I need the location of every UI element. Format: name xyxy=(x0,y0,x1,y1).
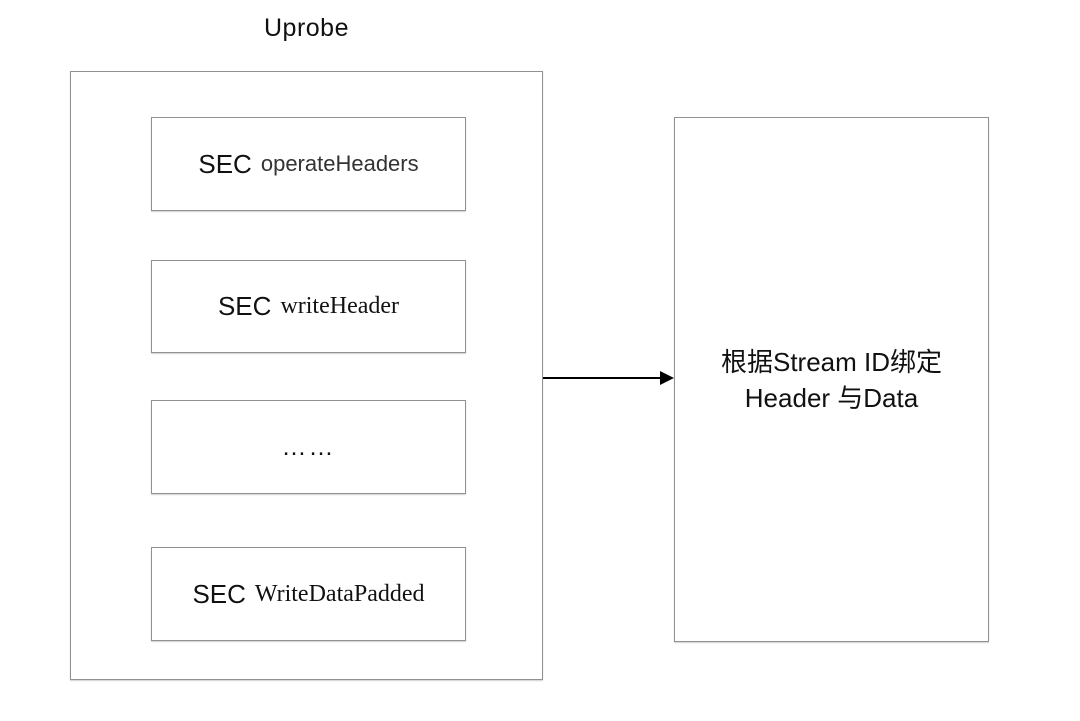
sec-label: SEC xyxy=(217,291,272,321)
sec-box-writeheader: SEC writeHeader xyxy=(151,260,466,353)
sec-box-operateheaders: SEC operateHeaders xyxy=(151,117,466,211)
uprobe-container-box: SEC operateHeaders SEC writeHeader …… SE… xyxy=(70,71,543,680)
sec-box-ellipsis: …… xyxy=(151,400,466,494)
arrow-right-icon xyxy=(543,371,674,385)
section-name-operateheaders: operateHeaders xyxy=(260,151,419,176)
sec-label: SEC xyxy=(192,578,246,609)
section-name-writeheader: writeHeader xyxy=(280,293,400,319)
sec-box-writedatapadded: SEC WriteDataPadded xyxy=(151,547,466,641)
diagram-title: Uprobe xyxy=(264,14,349,42)
ellipsis-text: …… xyxy=(281,432,336,461)
stream-binding-box: 根据Stream ID绑定 Header 与Data xyxy=(674,117,989,642)
binding-text-line2: Header 与Data xyxy=(744,382,919,413)
sec-label: SEC xyxy=(198,148,252,179)
binding-text-line1: 根据Stream ID绑定 xyxy=(720,346,943,377)
section-name-writedatapadded: WriteDataPadded xyxy=(254,580,425,607)
